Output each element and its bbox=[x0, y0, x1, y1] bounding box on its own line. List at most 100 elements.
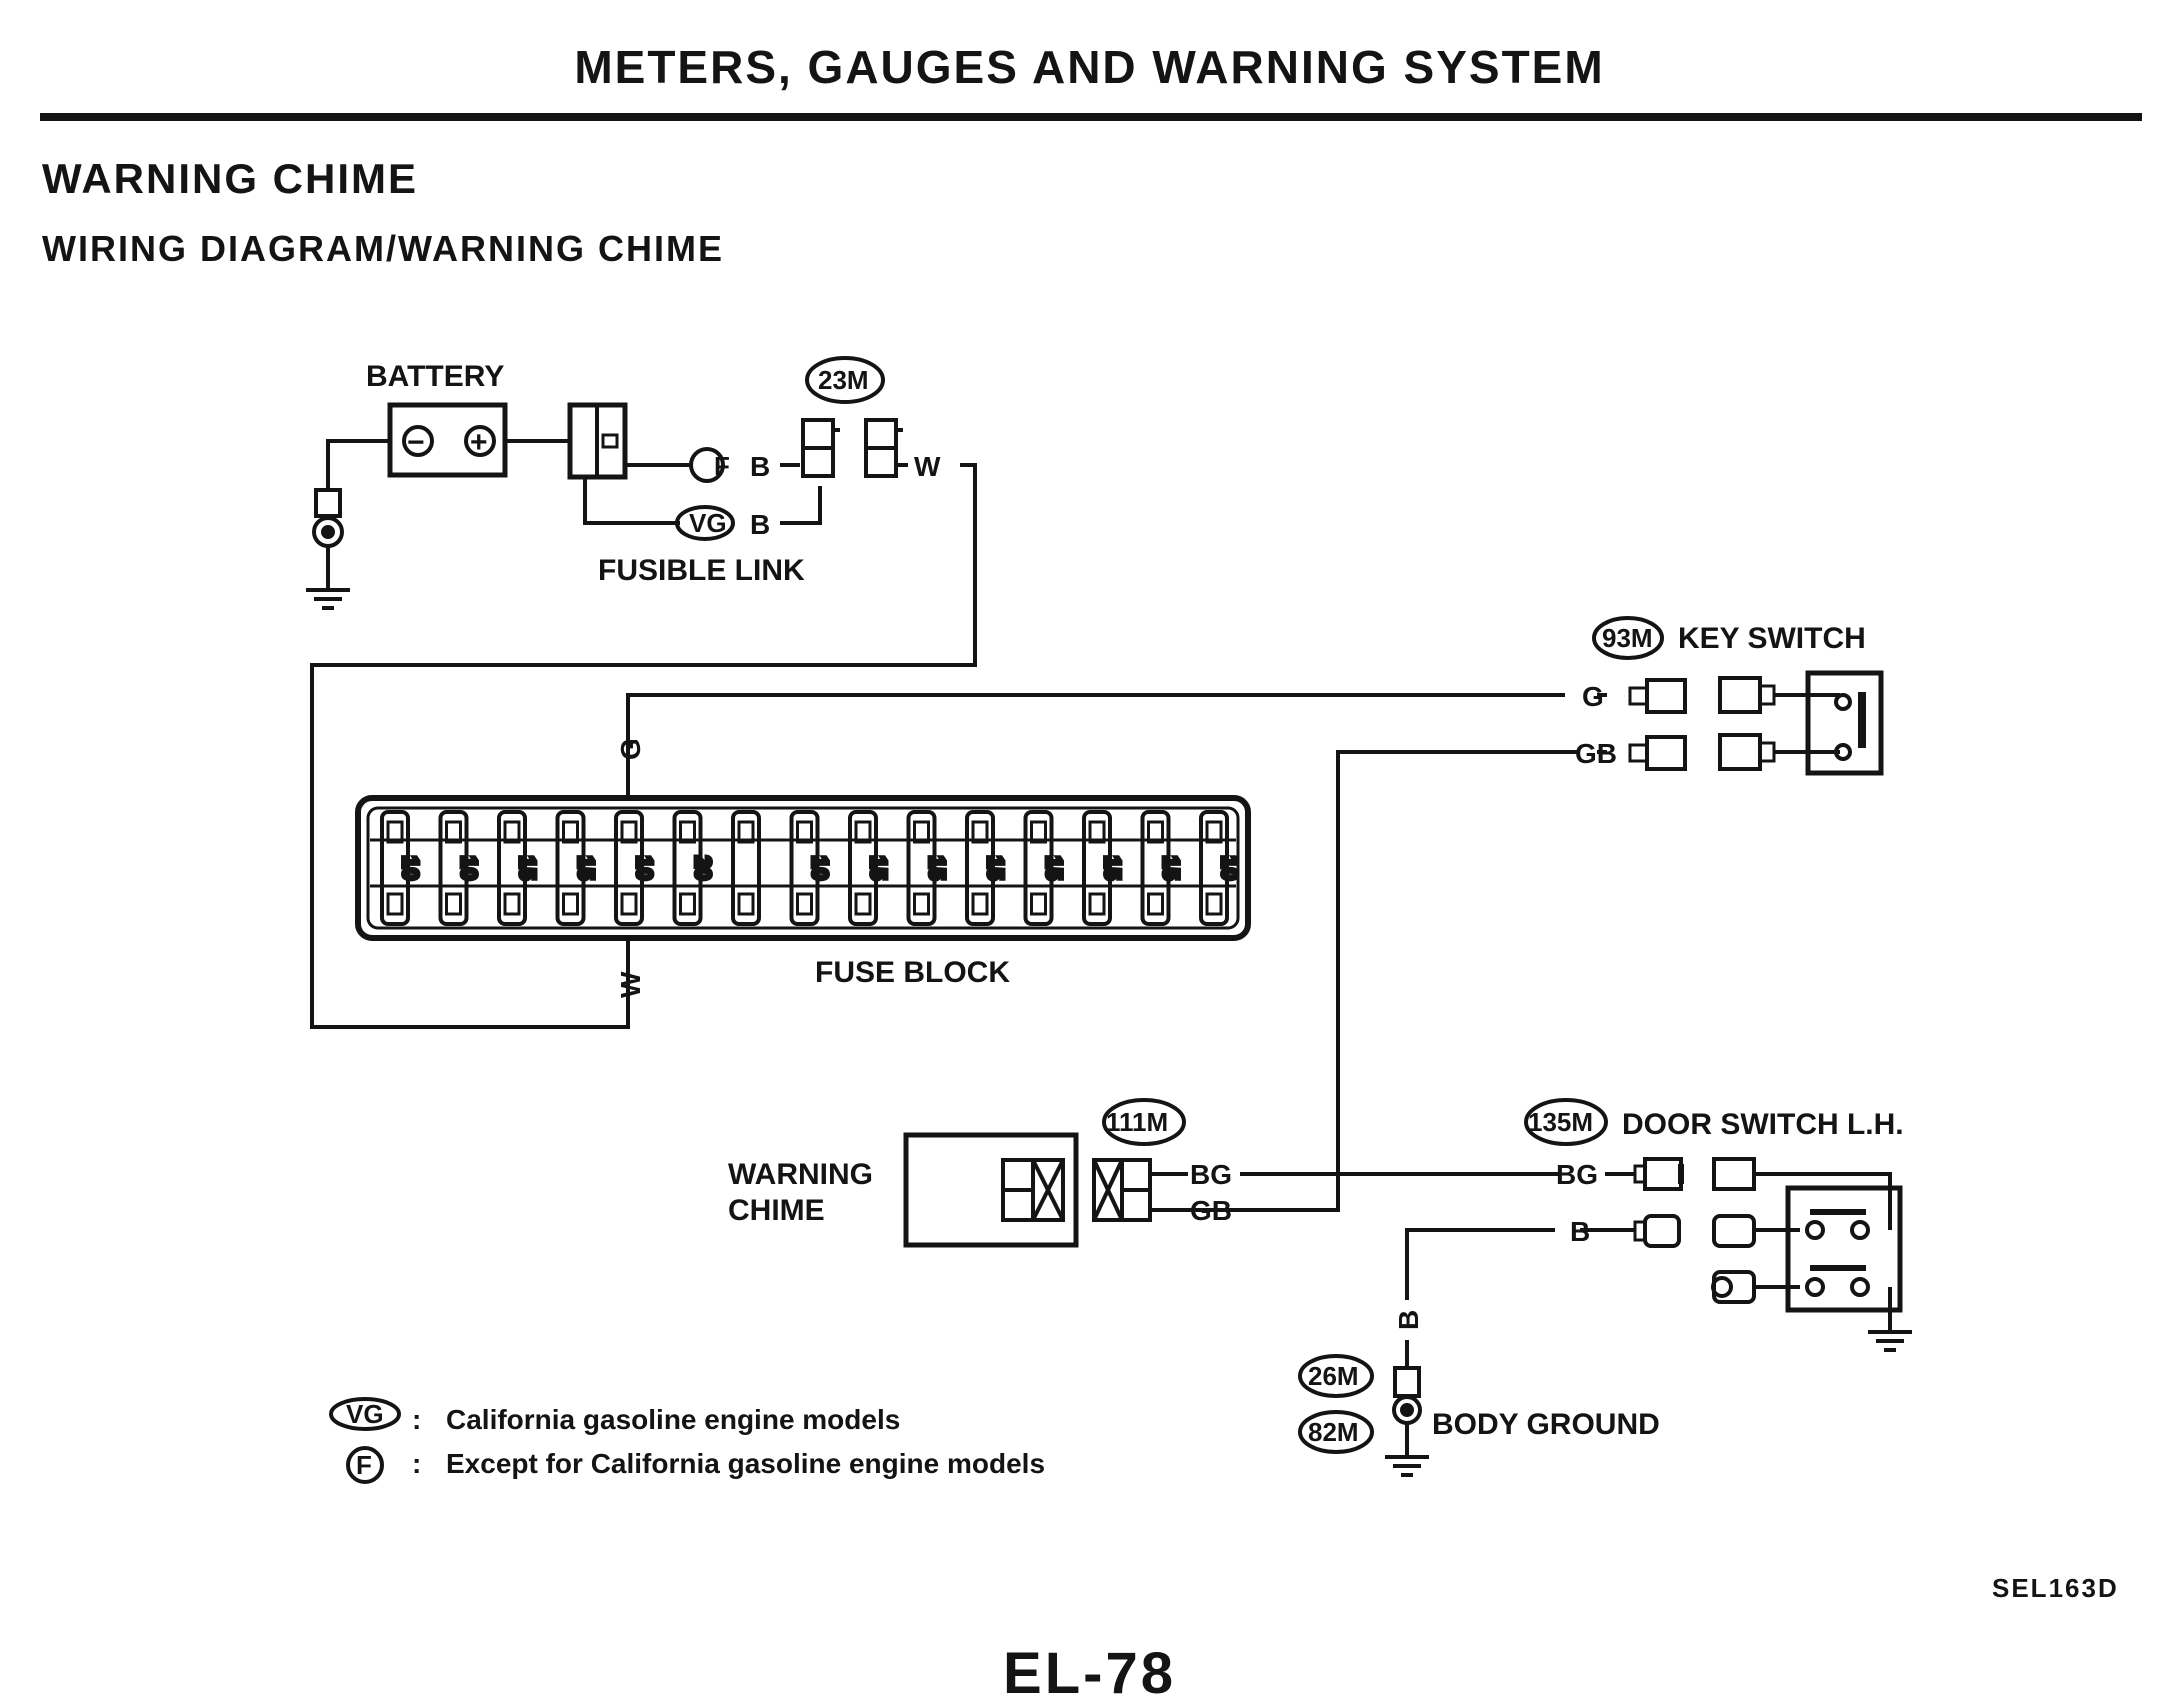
fuse-rating: 20 bbox=[691, 856, 716, 880]
fuse-clip bbox=[1088, 892, 1106, 916]
door-switch-ground-symbol bbox=[1868, 1330, 1912, 1352]
fuse-3: 15 bbox=[497, 810, 542, 926]
fuse-clip bbox=[679, 820, 696, 844]
fuse-clip bbox=[503, 892, 521, 916]
fuse-clip bbox=[1030, 892, 1047, 916]
fuse-4: 15 bbox=[555, 810, 601, 926]
battery-ground-symbol bbox=[306, 588, 350, 610]
connector-93m-label: 93M bbox=[1602, 623, 1653, 653]
wire-color-key-gb: GB bbox=[1575, 738, 1617, 769]
body-ground-connector bbox=[1393, 1366, 1421, 1398]
fuse-body bbox=[789, 810, 820, 926]
key-switch-symbol bbox=[1805, 670, 1884, 776]
connector-badge-111m bbox=[1102, 1098, 1186, 1146]
legend-f-text: F bbox=[356, 1450, 372, 1480]
battery-ground-connector bbox=[314, 488, 342, 518]
fuse-rating: 10 bbox=[632, 856, 657, 880]
fuse-clip bbox=[1147, 892, 1164, 916]
fuse-body bbox=[1082, 810, 1112, 926]
fuse-body bbox=[555, 810, 586, 926]
warning-chime-label-line2: CHIME bbox=[728, 1194, 825, 1227]
wire-color-vg-b: B bbox=[750, 509, 770, 540]
wire-color-key-g: G bbox=[1582, 681, 1604, 712]
fuse-clip bbox=[386, 892, 404, 916]
connector-badge-135m bbox=[1524, 1098, 1608, 1146]
battery-negative-sign: − bbox=[407, 426, 425, 459]
fuse-clip bbox=[503, 820, 521, 844]
fuse-block-label: FUSE BLOCK bbox=[815, 956, 1010, 989]
wire-color-chime-bg: BG bbox=[1190, 1159, 1232, 1190]
wire-color-door-b: B bbox=[1570, 1216, 1590, 1247]
fuse-clip bbox=[796, 820, 813, 844]
fuse-rating: 10 bbox=[457, 856, 482, 880]
battery-ground-wire bbox=[326, 439, 390, 490]
fuse-clip bbox=[971, 820, 989, 844]
fusible-link-symbol bbox=[567, 402, 628, 480]
legend-f-description: Except for California gasoline engine mo… bbox=[446, 1448, 1046, 1479]
fuse-clip bbox=[737, 820, 755, 844]
fuse-clip bbox=[1088, 820, 1106, 844]
fuse-rating: 15 bbox=[515, 856, 540, 880]
connector-111m bbox=[1092, 1158, 1152, 1222]
fuse-clip bbox=[854, 820, 872, 844]
key-switch-to-chime-wire bbox=[1188, 750, 1578, 1212]
fuse-block-symbol bbox=[355, 795, 1251, 941]
fuse-clip bbox=[562, 820, 579, 844]
warning-chime-symbol bbox=[903, 1132, 1079, 1248]
page-header: METERS, GAUGES AND WARNING SYSTEM bbox=[574, 41, 1605, 93]
fuse-14: 15 bbox=[1140, 810, 1186, 926]
fuse-body bbox=[848, 810, 878, 926]
fuse-body bbox=[965, 810, 995, 926]
fuse-clip bbox=[620, 820, 638, 844]
legend-vg-separator: : bbox=[412, 1404, 422, 1435]
door-switch-ground-wire bbox=[1405, 1228, 1555, 1300]
connector-26m-label: 26M bbox=[1308, 1361, 1359, 1391]
fuse-to-key-switch-wire bbox=[626, 693, 1565, 798]
fuse-rating: 10 bbox=[1217, 856, 1242, 880]
key-switch-label: KEY SWITCH bbox=[1678, 622, 1866, 655]
fuse-clip bbox=[1205, 820, 1223, 844]
section-subtitle: WIRING DIAGRAM/WARNING CHIME bbox=[42, 228, 724, 269]
fusible-link-vg-wire bbox=[583, 477, 680, 525]
connector-135m-label: 135M bbox=[1528, 1107, 1593, 1137]
fuse-rating: 15 bbox=[1042, 856, 1067, 880]
fuse-rating: 10 bbox=[808, 856, 833, 880]
fuse-body bbox=[731, 810, 761, 926]
fuse-rating: 10 bbox=[398, 856, 423, 880]
body-ground-label: BODY GROUND bbox=[1432, 1408, 1660, 1441]
section-title: WARNING CHIME bbox=[42, 155, 418, 202]
fuse-8: 10 bbox=[789, 810, 835, 926]
battery-positive-sign: + bbox=[470, 426, 488, 459]
fuse-rating: 15 bbox=[1159, 856, 1184, 880]
connector-badge-26m bbox=[1298, 1354, 1374, 1398]
fuse-6: 20 bbox=[672, 810, 718, 926]
vg-marker-text: VG bbox=[689, 508, 727, 538]
connector-23m bbox=[801, 418, 903, 478]
wire-color-door-bg: BG bbox=[1556, 1159, 1598, 1190]
legend-f-separator: : bbox=[412, 1448, 422, 1479]
wire-color-fuse-out-g: G bbox=[615, 738, 646, 760]
door-switch-label: DOOR SWITCH L.H. bbox=[1622, 1108, 1904, 1141]
door-switch-symbol bbox=[1785, 1185, 1903, 1313]
fuse-body bbox=[906, 810, 937, 926]
fuse-body bbox=[1140, 810, 1171, 926]
fuse-clip bbox=[796, 892, 813, 916]
fuse-clip bbox=[562, 892, 579, 916]
fuse-body bbox=[380, 810, 410, 926]
figure-id: SEL163D bbox=[1992, 1573, 2119, 1603]
page-number: EL-78 bbox=[1003, 1641, 1176, 1706]
body-ground-symbol bbox=[1385, 1455, 1429, 1477]
fuse-clip bbox=[1147, 820, 1164, 844]
fuse-11: 15 bbox=[965, 810, 1010, 926]
fuse-rating: 15 bbox=[574, 856, 599, 880]
wire-color-w-feed: W bbox=[914, 451, 941, 482]
fuse-body bbox=[438, 810, 469, 926]
fuse-clip bbox=[971, 892, 989, 916]
legend-vg-text: VG bbox=[346, 1399, 384, 1429]
fuse-clip bbox=[386, 820, 404, 844]
fuse-clip bbox=[679, 892, 696, 916]
connector-23m-label: 23M bbox=[818, 365, 869, 395]
fuse-13: 15 bbox=[1082, 810, 1127, 926]
